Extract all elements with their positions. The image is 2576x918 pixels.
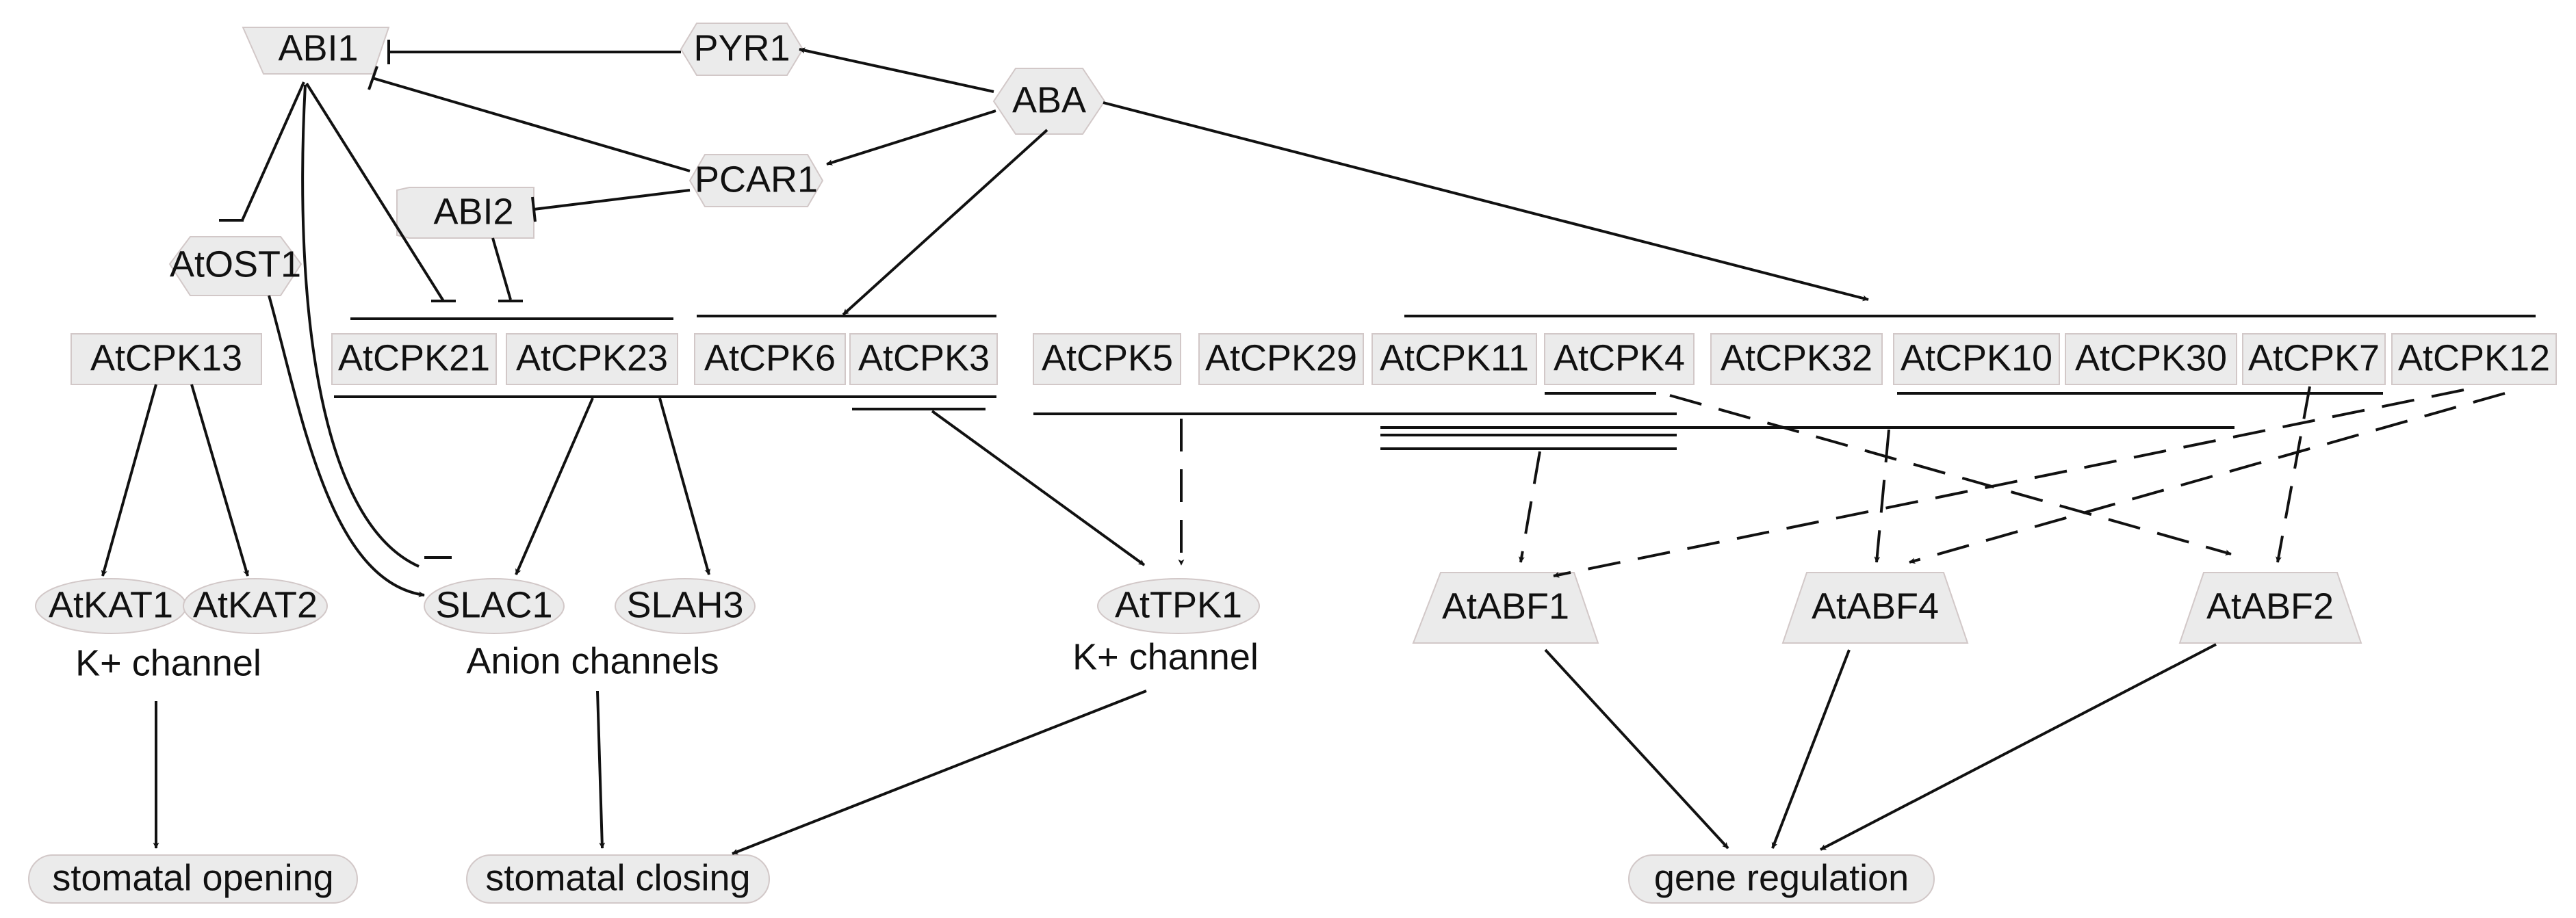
atabf2-to-gene-regulation-edge bbox=[1820, 643, 2217, 851]
abi2-label: ABI2 bbox=[433, 191, 513, 232]
gene-regulation-label: gene regulation bbox=[1654, 857, 1909, 898]
slah3-label: SLAH3 bbox=[626, 584, 743, 625]
atcpk12-node-shape bbox=[2391, 333, 2557, 385]
captions: K+ channel Anion channels K+ channel bbox=[75, 636, 1259, 683]
stomatal-opening-node-shape bbox=[28, 854, 358, 904]
cpk11-4-to-atabf1-edge bbox=[1518, 451, 1541, 563]
attpk1-to-stomatal-closing-edge bbox=[732, 690, 1147, 855]
cpk3-to-attpk1-edge bbox=[931, 410, 1146, 566]
atkat2-label: AtKAT2 bbox=[193, 584, 318, 625]
cpk10-to-atabf4-edge bbox=[1874, 429, 1890, 563]
atcpk7-label: AtCPK7 bbox=[2248, 337, 2380, 378]
atcpk21-label: AtCPK21 bbox=[338, 337, 490, 378]
k-channel-right-caption: K+ channel bbox=[1072, 636, 1259, 677]
atcpk30-label: AtCPK30 bbox=[2075, 337, 2227, 378]
atcpk3-node-shape bbox=[849, 333, 998, 385]
atost1-label: AtOST1 bbox=[170, 244, 301, 285]
aba-node-shape bbox=[992, 68, 1106, 135]
cpk12-to-atabf1-edge bbox=[1553, 389, 2464, 578]
abi1-inhibits-slac1-edge bbox=[301, 84, 420, 568]
cpk7-to-atabf2-edge bbox=[2276, 386, 2311, 563]
slah3-node-shape bbox=[615, 578, 756, 634]
atcpk30-node-shape bbox=[2065, 333, 2237, 385]
attpk1-label: AtTPK1 bbox=[1115, 584, 1242, 625]
edges bbox=[101, 40, 2506, 855]
atcpk5-label: AtCPK5 bbox=[1042, 337, 1173, 378]
cpk12-to-atabf4-edge bbox=[1909, 392, 2506, 564]
atost1-node-shape bbox=[168, 236, 302, 296]
cpk13-to-atkat1-edge bbox=[101, 384, 157, 577]
atcpk6-node-shape bbox=[694, 333, 846, 385]
atcpk5-node-shape bbox=[1033, 333, 1181, 385]
aba-to-pcar1-edge bbox=[826, 109, 996, 166]
node-labels: ABI1 PYR1 ABA PCAR1 ABI2 AtOST1 AtCPK13 … bbox=[49, 27, 2550, 898]
atabf1-to-gene-regulation-edge bbox=[1544, 648, 1729, 850]
aba-to-cpk6-edge bbox=[842, 129, 1048, 316]
atcpk4-node-shape bbox=[1544, 333, 1695, 385]
atcpk23-label: AtCPK23 bbox=[516, 337, 668, 378]
atcpk32-label: AtCPK32 bbox=[1721, 337, 1872, 378]
atcpk12-label: AtCPK12 bbox=[2398, 337, 2550, 378]
cpk4-to-atabf2-edge bbox=[1669, 394, 2232, 556]
atcpk23-node-shape bbox=[506, 333, 678, 385]
abi1-inhibits-atost1-edge bbox=[241, 81, 305, 221]
stomatal-closing-node-shape bbox=[466, 854, 770, 904]
atabf2-label: AtABF2 bbox=[2206, 586, 2334, 627]
atcpk3-label: AtCPK3 bbox=[858, 337, 990, 378]
cpk23-to-slah3-edge bbox=[658, 397, 711, 575]
atcpk10-label: AtCPK10 bbox=[1901, 337, 2052, 378]
node-shapes bbox=[28, 23, 2557, 904]
atabf4-node-shape bbox=[1781, 572, 1969, 644]
atcpk32-node-shape bbox=[1710, 333, 1883, 385]
cpk23-to-slac1-edge bbox=[515, 397, 594, 575]
stomatal-opening-label: stomatal opening bbox=[52, 857, 333, 898]
abi2-inhibits-cpk23-edge bbox=[491, 237, 512, 300]
slac1-node-shape bbox=[424, 578, 565, 634]
abi1-inhibits-cpk21-edge bbox=[305, 82, 445, 302]
slac1-label: SLAC1 bbox=[435, 584, 552, 625]
cpk13-to-atkat2-edge bbox=[190, 384, 249, 577]
anion-channels-caption: Anion channels bbox=[466, 640, 719, 681]
atost1-to-slac1-edge bbox=[268, 295, 425, 598]
attpk1-node-shape bbox=[1097, 578, 1260, 634]
atcpk7-node-shape bbox=[2242, 333, 2386, 385]
stomatal-closing-label: stomatal closing bbox=[485, 857, 750, 898]
aba-to-right-cpks-edge bbox=[1103, 101, 1869, 302]
aba-label: ABA bbox=[1012, 79, 1086, 120]
atabf4-label: AtABF4 bbox=[1812, 586, 1939, 627]
pcar1-label: PCAR1 bbox=[695, 159, 818, 200]
atabf4-to-gene-regulation-edge bbox=[1771, 649, 1851, 849]
atabf1-label: AtABF1 bbox=[1442, 586, 1569, 627]
atabf2-node-shape bbox=[2178, 572, 2362, 644]
atcpk29-node-shape bbox=[1198, 333, 1364, 385]
atcpk13-label: AtCPK13 bbox=[90, 337, 242, 378]
pcar1-node-shape bbox=[688, 154, 824, 207]
atcpk11-node-shape bbox=[1371, 333, 1537, 385]
aba-to-pyr1-edge bbox=[799, 47, 994, 93]
atcpk13-node-shape bbox=[70, 333, 262, 385]
abi2-node-shape bbox=[396, 187, 534, 239]
anion-channels-to-stomatal-closing-edge bbox=[596, 690, 606, 849]
atcpk11-label: AtCPK11 bbox=[1380, 337, 1529, 378]
atcpk4-label: AtCPK4 bbox=[1554, 337, 1685, 378]
atabf1-node-shape bbox=[1412, 572, 1599, 644]
abi1-label: ABI1 bbox=[278, 27, 358, 68]
atkat2-node-shape bbox=[183, 578, 328, 634]
atcpk6-label: AtCPK6 bbox=[704, 337, 836, 378]
k-channel-left-caption: K+ channel bbox=[75, 642, 261, 683]
pyr1-label: PYR1 bbox=[693, 27, 790, 68]
atcpk21-node-shape bbox=[331, 333, 497, 385]
pcar1-inhibits-abi1-tbar bbox=[368, 66, 378, 90]
pcar1-inhibits-abi2-edge bbox=[533, 189, 691, 211]
gene-regulation-node-shape bbox=[1628, 854, 1935, 904]
atkat1-label: AtKAT1 bbox=[49, 584, 173, 625]
group-bars bbox=[334, 315, 2536, 450]
atcpk10-node-shape bbox=[1893, 333, 2060, 385]
pcar1-inhibits-abi1-edge bbox=[372, 77, 691, 172]
atcpk29-label: AtCPK29 bbox=[1205, 337, 1357, 378]
pcar1-inhibits-abi2-tbar bbox=[531, 196, 537, 222]
